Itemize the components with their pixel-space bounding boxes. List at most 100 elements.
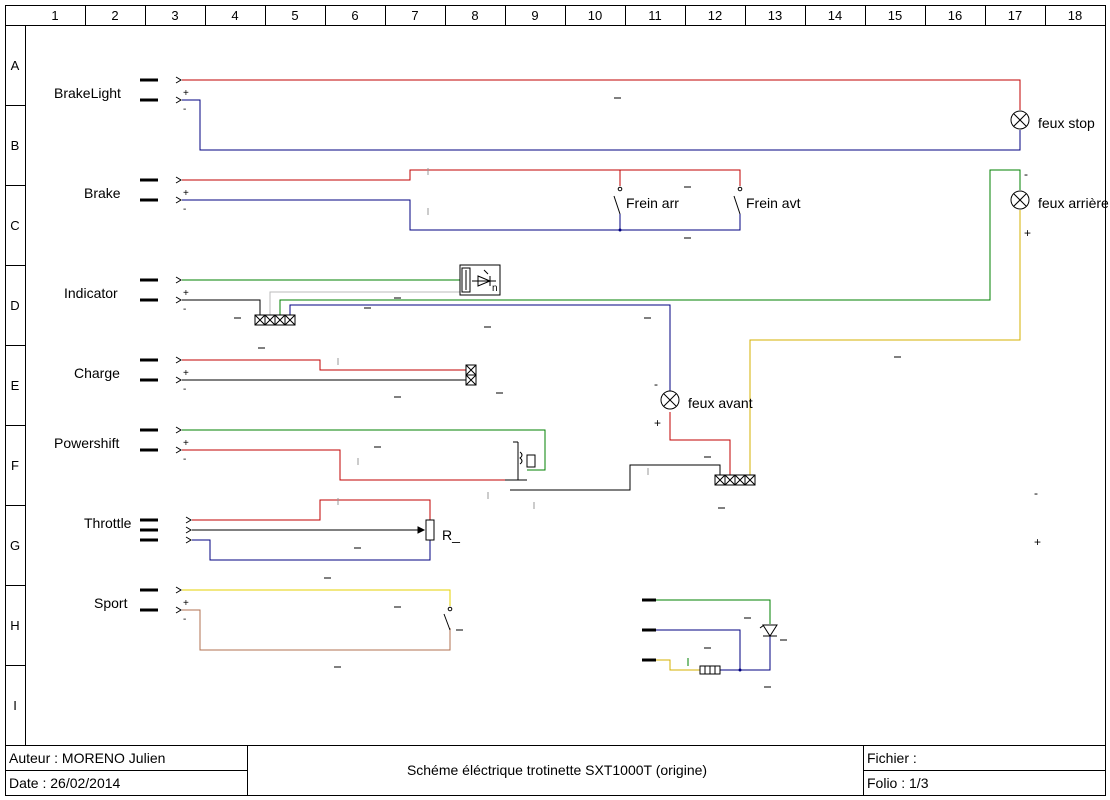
grid-column-number: 13: [768, 8, 782, 23]
terminal-block-indicator: [254, 314, 296, 326]
drawing-title: Schéme éléctrique trotinette SXT1000T (o…: [407, 762, 707, 778]
switch-front-brake: [733, 186, 743, 215]
wire-powershift-out: [527, 464, 721, 491]
grid-column-number: 5: [291, 8, 298, 23]
wire-indicator-grey: [269, 291, 460, 315]
wire-sport-plus: [182, 589, 451, 606]
lamp-front-label: feux avant: [688, 395, 753, 411]
grid-column-number: 6: [351, 8, 358, 23]
grid-row-letter: G: [10, 538, 20, 553]
file-text: Fichier :: [867, 750, 917, 766]
pin-mark-minus: -: [183, 304, 186, 315]
grid-row-letter: I: [13, 698, 17, 713]
grid-column-number: 3: [171, 8, 178, 23]
stray-plus: +: [1034, 535, 1041, 549]
wire-indicator-black: [182, 299, 261, 315]
wire-brake-plus: [182, 169, 741, 186]
throttle-resistor-label: R_: [442, 527, 460, 543]
grid-column-number: 17: [1008, 8, 1022, 23]
folio-text: Folio : 1/3: [867, 775, 929, 791]
grid-row-letter: C: [10, 218, 19, 233]
pin-mark-plus: +: [183, 598, 189, 609]
pin-mark-plus: +: [183, 188, 189, 199]
lamp-rear-minus: -: [1024, 167, 1028, 181]
wire-throttle-red: [192, 499, 431, 521]
pin-mark-plus: +: [183, 438, 189, 449]
grid-column-number: 10: [588, 8, 602, 23]
connector-terminals: [175, 76, 192, 614]
lamp-rear: [1010, 190, 1030, 210]
wire-brakelight-minus: [182, 99, 1021, 151]
wire-brake-plus-rear: [614, 169, 621, 186]
grid-row-letter: H: [10, 618, 19, 633]
wire-charge-plus: [182, 359, 466, 371]
grid-column-number: 4: [231, 8, 238, 23]
pin-mark-minus: -: [183, 614, 186, 625]
connector-label-brakelight: BrakeLight: [54, 85, 121, 101]
grid-column-number: 14: [828, 8, 842, 23]
indicator-relay: [459, 264, 501, 296]
switch-front-brake-label: Frein avt: [746, 195, 801, 211]
lamp-front-plus: +: [654, 416, 661, 430]
lamp-front: [660, 390, 680, 410]
pin-mark-plus: +: [183, 288, 189, 299]
wire-powershift-plus: [182, 429, 546, 471]
grid-row-letter: D: [10, 298, 19, 313]
wire-throttle-blue: [192, 539, 431, 561]
lamp-front-minus: -: [654, 377, 658, 391]
lamp-rear-label: feux arrière: [1038, 195, 1109, 211]
connector-pins: [140, 78, 158, 612]
grid-row-letter: F: [11, 458, 19, 473]
connector-label-indicator: Indicator: [64, 285, 118, 301]
wire-indicator-to-front: [289, 304, 671, 392]
wire-brake-minus: [182, 199, 741, 231]
connector-label-throttle: Throttle: [84, 515, 132, 531]
pin-mark-minus: -: [183, 454, 186, 465]
grid-row-headers: A B C D E F G H I: [5, 58, 25, 713]
wire-indicator-to-rear: [279, 169, 1021, 315]
wire-powershift-minus: [182, 449, 505, 481]
connector-label-powershift: Powershift: [54, 435, 119, 451]
powershift-relay: [505, 441, 536, 491]
grid-row-letter: E: [11, 378, 20, 393]
junction-dot: [618, 228, 622, 232]
lamp-stop-label: feux stop: [1038, 115, 1095, 131]
wire-front-light-plus: [669, 412, 731, 475]
grid-column-number: 11: [648, 8, 662, 23]
wire-brakelight-plus: [182, 79, 1021, 110]
wire-rear-light-plus: [749, 210, 1021, 475]
grid-column-number: 16: [948, 8, 962, 23]
grid-column-number: 2: [111, 8, 118, 23]
switch-rear-brake-label: Frein arr: [626, 195, 679, 211]
relay-tag: n: [492, 283, 498, 294]
pin-mark-minus: -: [183, 104, 186, 115]
terminal-block-charge: [465, 364, 477, 386]
connector-label-brake: Brake: [84, 185, 121, 201]
date-text: Date : 26/02/2014: [9, 775, 121, 791]
grid-column-number: 9: [531, 8, 538, 23]
drawing-frame: [5, 5, 1106, 796]
grid-row-letter: B: [11, 138, 20, 153]
pin-mark-minus: -: [183, 204, 186, 215]
grid-column-number: 18: [1068, 8, 1082, 23]
connector-label-charge: Charge: [74, 365, 120, 381]
terminal-block-lights: [714, 474, 756, 486]
grid-row-letter: A: [11, 58, 20, 73]
lower-right-circuit: [642, 598, 778, 675]
grid-column-number: 15: [888, 8, 902, 23]
connector-label-sport: Sport: [94, 595, 128, 611]
grid-column-number: 8: [471, 8, 478, 23]
title-block: [5, 745, 1106, 796]
grid-column-number: 1: [51, 8, 58, 23]
grid-column-number: 7: [411, 8, 418, 23]
lamp-stop: [1010, 110, 1030, 130]
stray-minus: -: [1034, 486, 1038, 500]
grid-column-number: 12: [708, 8, 722, 23]
pin-mark-plus: +: [183, 368, 189, 379]
author-text: Auteur : MORENO Julien: [9, 750, 165, 766]
wire-label-ticks: [234, 97, 901, 688]
pin-mark-minus: -: [183, 384, 186, 395]
pin-mark-plus: +: [183, 88, 189, 99]
